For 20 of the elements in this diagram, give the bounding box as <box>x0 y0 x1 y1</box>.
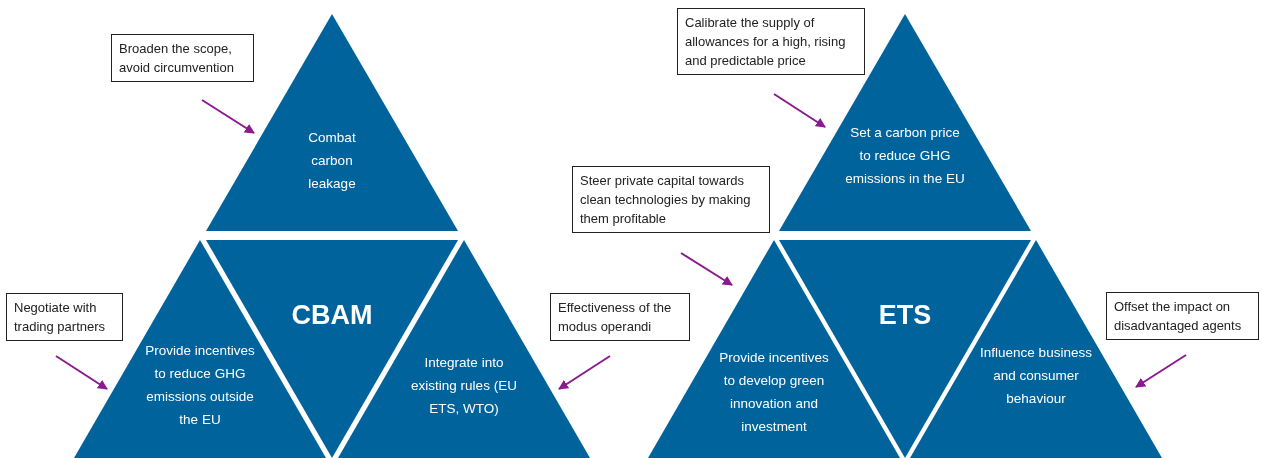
triangle-label: Provide incentives to reduce GHG emissions outside the EU <box>144 342 256 429</box>
triangle-label: Provide incentives to develop green innovation and investment <box>718 349 830 436</box>
triangle-label: Influence business and consumer behaviour <box>979 343 1093 408</box>
leader-arrow <box>201 99 255 134</box>
leader-arrow <box>680 252 733 286</box>
leader-arrow <box>55 355 108 390</box>
callout-box: Offset the impact on disadvantaged agents <box>1106 292 1259 340</box>
leader-arrow <box>773 93 826 128</box>
callout-box: Steer private capital towards clean technologies by making them profitable <box>572 166 770 233</box>
triangle-label: Integrate into existing rules (EU ETS, WTO) <box>410 353 518 418</box>
callout-box: Broaden the scope, avoid circumvention <box>111 34 254 82</box>
center-title: ETS <box>877 300 933 330</box>
callout-box: Negotiate with trading partners <box>6 293 123 341</box>
callout-box: Effectiveness of the modus operandi <box>550 293 690 341</box>
leader-arrow <box>558 355 611 390</box>
triangle-label: Combat carbon leakage <box>307 128 357 193</box>
triangle-label: Set a carbon price to reduce GHG emissions in the EU <box>844 123 966 188</box>
callout-box: Calibrate the supply of allowances for a high, rising and predictable price <box>677 8 865 75</box>
leader-arrow <box>1135 354 1187 388</box>
center-title: CBAM <box>290 300 374 330</box>
